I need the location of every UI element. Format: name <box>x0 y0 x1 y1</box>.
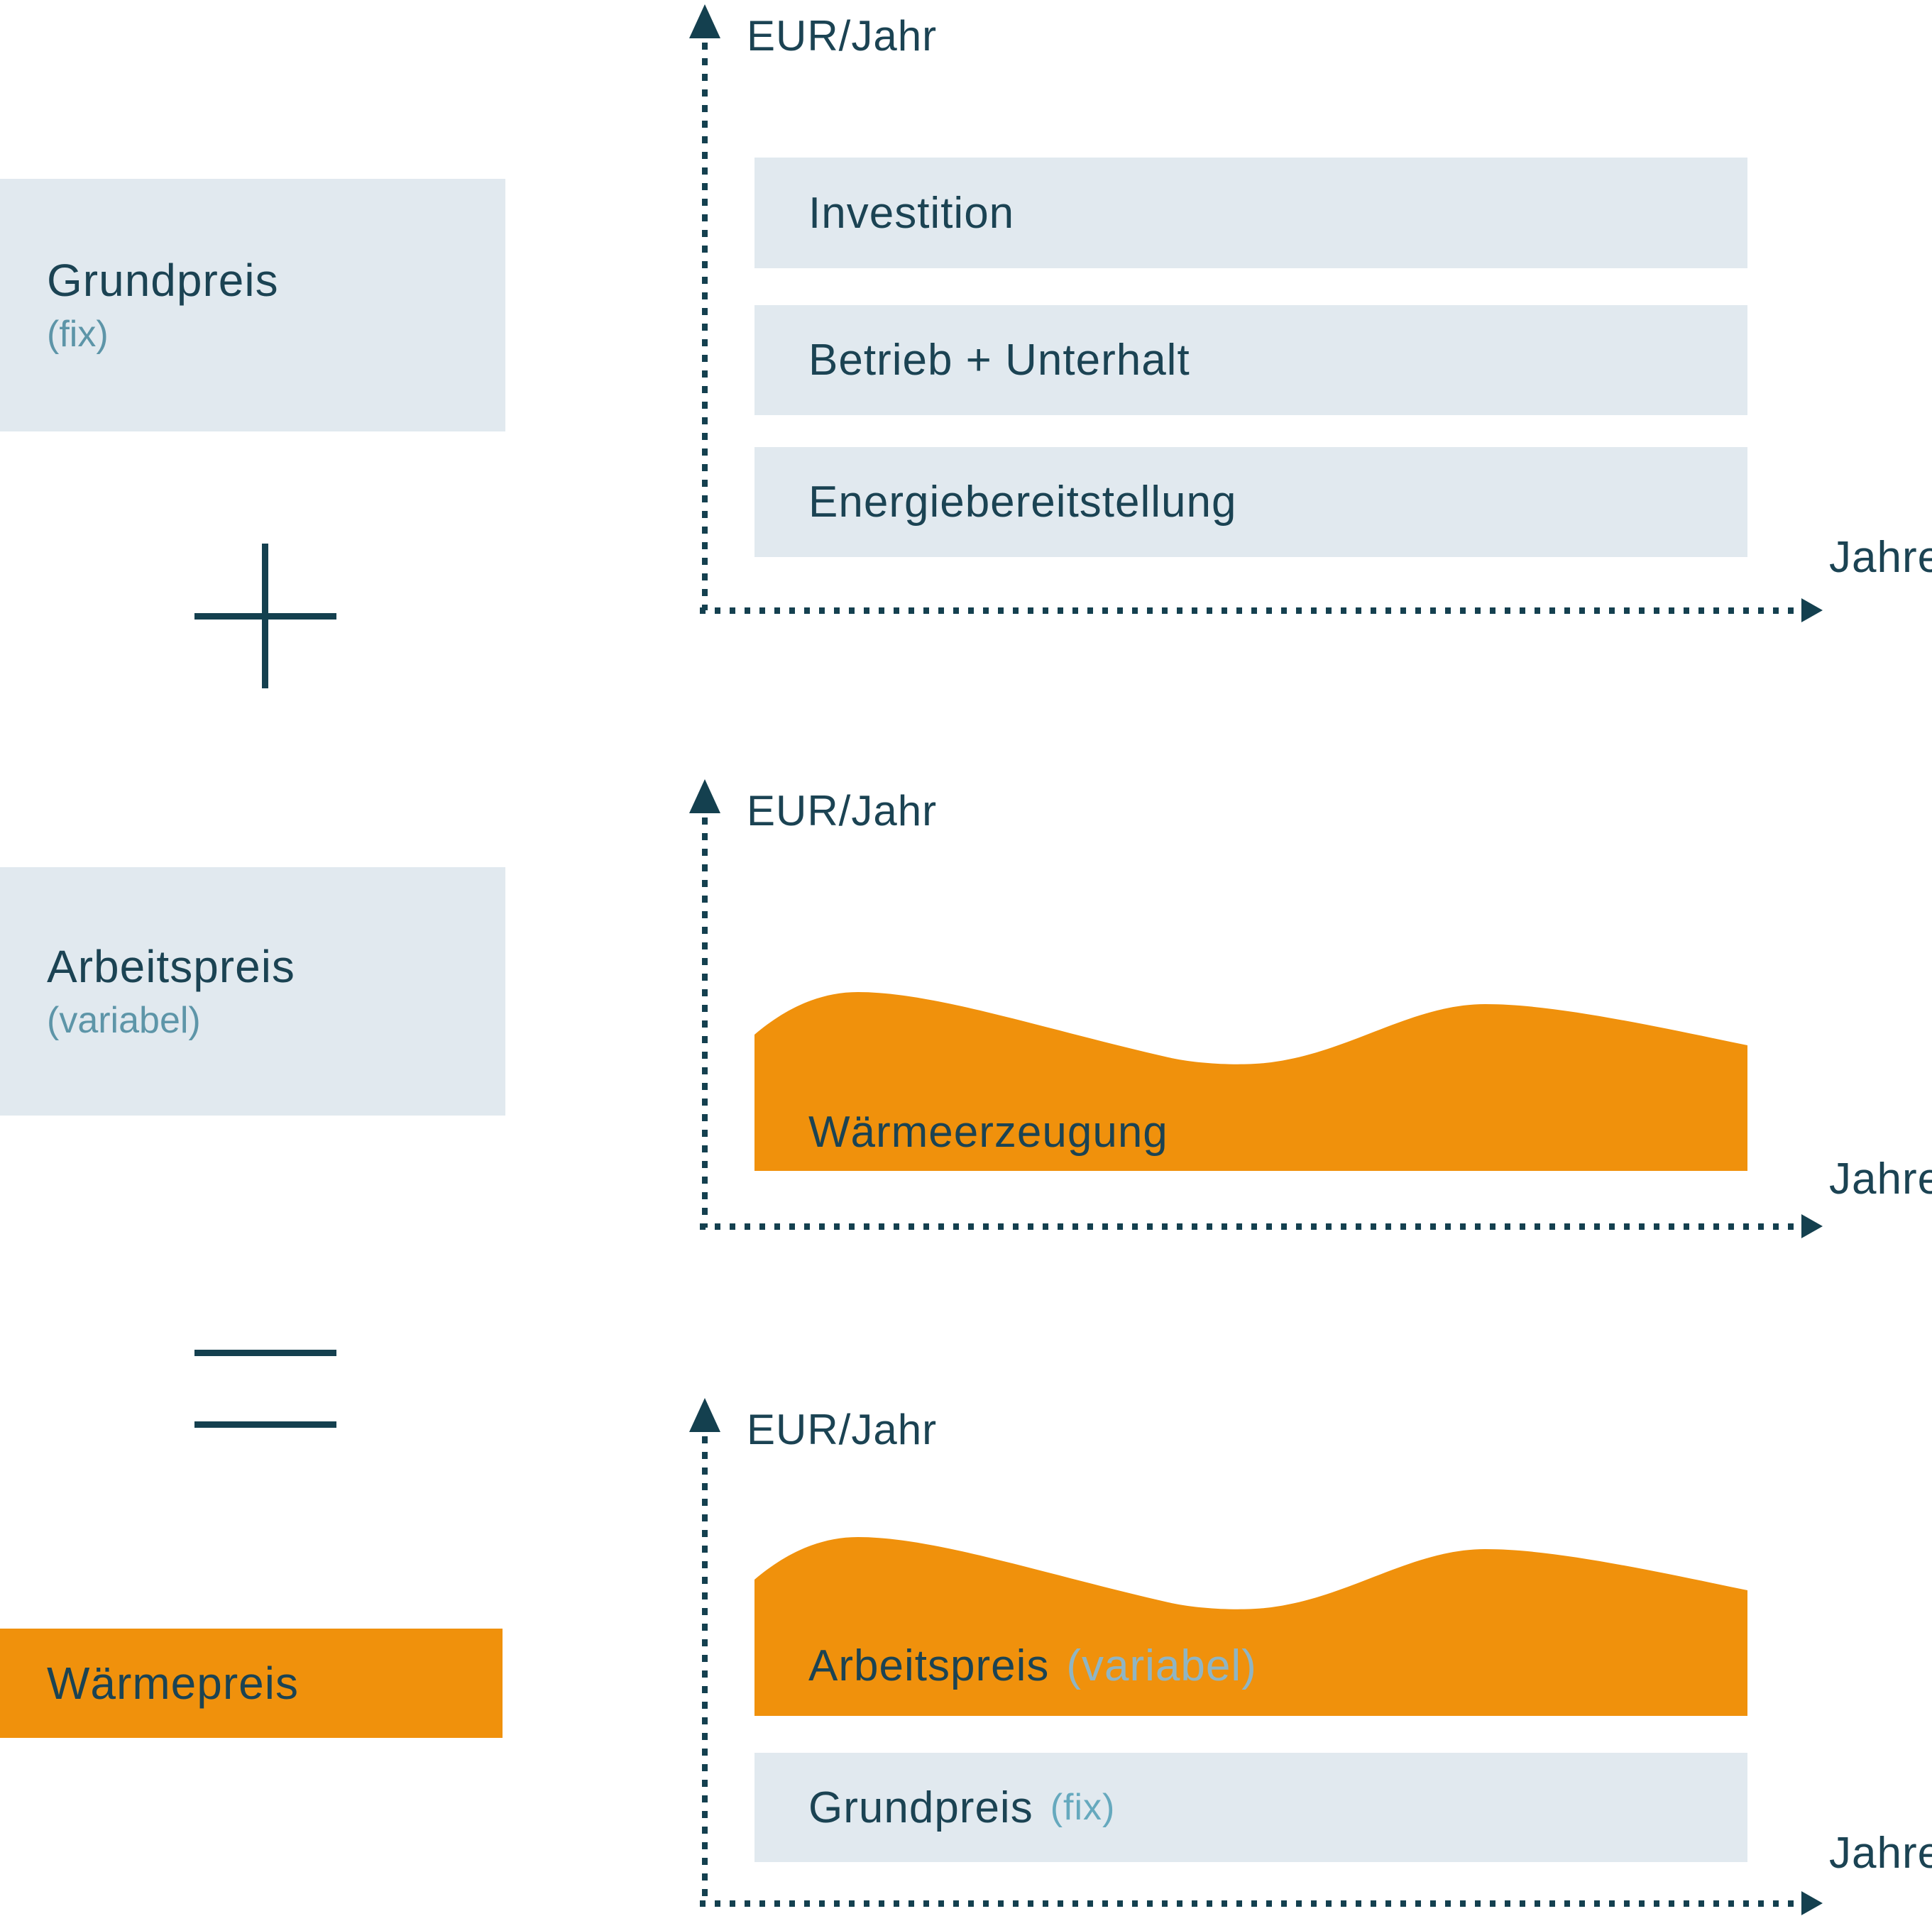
area-sublabel: (variabel) <box>1066 1641 1257 1690</box>
y-axis-dotted-line <box>702 1436 708 1900</box>
fixed-cost-band-investition: Investition <box>754 158 1747 268</box>
wave-label-waermeerzeugung: Wärmeerzeugung <box>808 1107 1168 1157</box>
x-axis-label: Jahre <box>1829 1155 1932 1204</box>
area-label: Arbeitspreis <box>808 1641 1050 1690</box>
arbeitspreis-box-subtitle: (variabel) <box>47 999 201 1041</box>
y-axis-dotted-line <box>702 43 708 610</box>
band-label: Investition <box>808 188 1015 238</box>
x-axis-label: Jahre <box>1829 1829 1932 1878</box>
grundpreis-fix-box: Grundpreis (fix) <box>0 179 505 431</box>
x-axis-dotted-line <box>700 607 1796 614</box>
fixed-cost-band-energiebereitstellung: Energiebereitstellung <box>754 447 1747 557</box>
y-axis-dotted-line <box>702 817 708 1228</box>
band-label: Energiebereitstellung <box>808 478 1237 527</box>
grundpreis-fixed-band: Grundpreis (fix) <box>754 1753 1747 1862</box>
x-axis-arrow-icon <box>1801 1214 1823 1238</box>
y-axis-label: EUR/Jahr <box>747 787 938 835</box>
band-label: Betrieb + Unterhalt <box>808 336 1190 385</box>
area-label: Wärmeerzeugung <box>808 1108 1168 1157</box>
x-axis-arrow-icon <box>1801 1891 1823 1915</box>
arbeitspreis-wave-shape <box>754 1537 1747 1716</box>
x-axis-dotted-line <box>700 1223 1796 1230</box>
y-axis-arrow-icon <box>689 1398 720 1432</box>
fixed-cost-band-betrieb-unterhalt: Betrieb + Unterhalt <box>754 305 1747 415</box>
y-axis-arrow-icon <box>689 779 720 813</box>
y-axis-label: EUR/Jahr <box>747 12 938 60</box>
waermepreis-box: Wärmepreis <box>0 1629 503 1738</box>
x-axis-dotted-line <box>700 1900 1796 1907</box>
grundpreis-box-subtitle: (fix) <box>47 313 109 355</box>
grundpreis-box-title: Grundpreis <box>47 255 279 307</box>
band-label: Grundpreis <box>808 1783 1033 1832</box>
arbeitspreis-variabel-box: Arbeitspreis (variabel) <box>0 867 505 1116</box>
x-axis-label: Jahre <box>1829 533 1932 582</box>
x-axis-arrow-icon <box>1801 598 1823 622</box>
waermeerzeugung-wave-shape <box>754 992 1747 1171</box>
y-axis-arrow-icon <box>689 4 720 38</box>
waermepreis-box-title: Wärmepreis <box>47 1658 299 1709</box>
wave-label-arbeitspreis: Arbeitspreis (variabel) <box>808 1641 1257 1691</box>
band-sublabel: (fix) <box>1050 1787 1116 1828</box>
arbeitspreis-box-title: Arbeitspreis <box>47 941 295 993</box>
y-axis-label: EUR/Jahr <box>747 1406 938 1453</box>
